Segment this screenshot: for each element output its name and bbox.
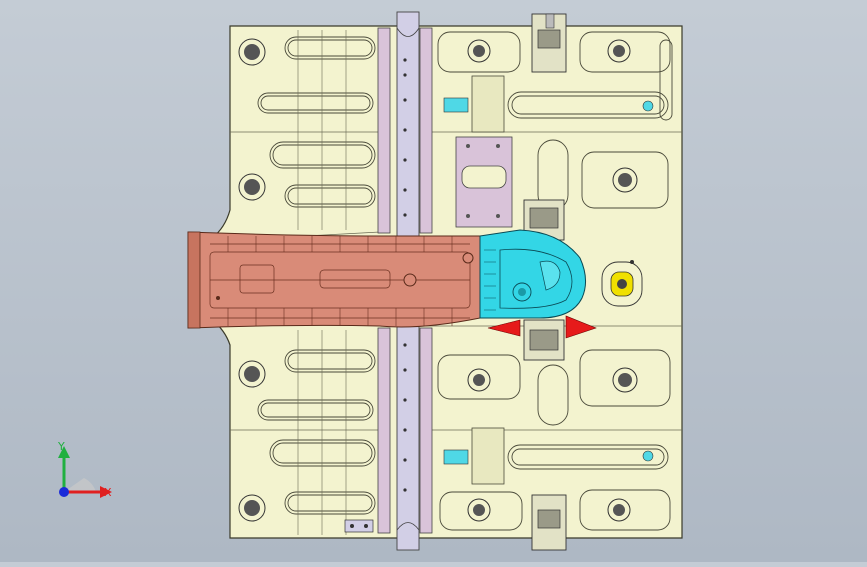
- center-lift-block: [455, 136, 513, 228]
- lower-guide-rail: [377, 319, 433, 551]
- left-bosses: [238, 38, 266, 522]
- upper-right-bosses: [467, 39, 654, 193]
- lower-mid-clamp: [523, 319, 565, 361]
- lower-block: [471, 427, 505, 485]
- left-ribs: [297, 30, 347, 535]
- upper-left-slots: [257, 36, 376, 208]
- upper-cyan-pocket: [443, 97, 469, 113]
- lower-left-slots: [257, 349, 376, 515]
- cyan-bracket-part: [479, 229, 586, 319]
- red-pin-markers: [487, 315, 597, 339]
- lower-right-features: [437, 349, 671, 531]
- y-axis-label: Y: [57, 440, 65, 453]
- upper-block: [471, 75, 505, 133]
- lower-cyan-pocket: [443, 449, 469, 465]
- lower-right-bosses: [467, 367, 654, 522]
- triad-plane-icon: [64, 478, 96, 492]
- top-clamp: [531, 13, 567, 73]
- z-axis-dot: [59, 487, 69, 497]
- yellow-sensor: [601, 260, 643, 307]
- bottom-clamp: [531, 494, 567, 551]
- coordinate-triad: Y X: [44, 440, 124, 510]
- small-bracket: [344, 519, 374, 533]
- salmon-beam-part: [187, 231, 481, 329]
- upper-guide-rail: [377, 11, 433, 241]
- x-axis-label: X: [104, 486, 112, 499]
